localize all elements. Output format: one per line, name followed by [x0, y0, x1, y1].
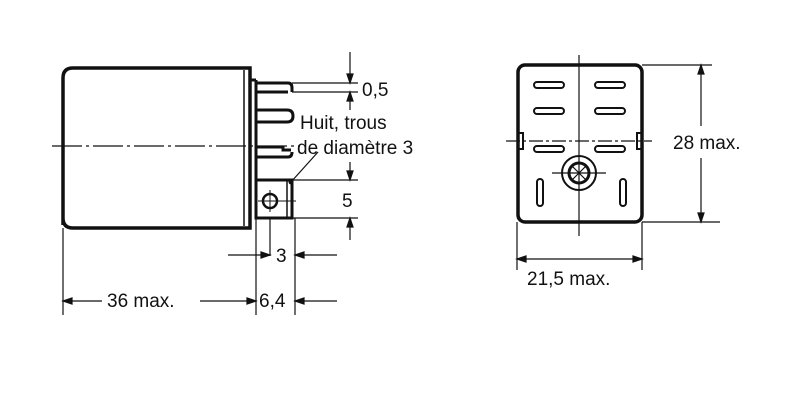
tab-width-label: 3 — [276, 246, 287, 267]
pin-thickness-label: 0,5 — [362, 80, 389, 101]
dim-tab-height — [292, 162, 358, 240]
width-label: 21,5 max. — [527, 269, 611, 290]
holes-note-line2: de diamètre 3 — [297, 138, 414, 159]
center-hole — [552, 155, 606, 191]
mounting-tab — [254, 178, 296, 220]
height-label: 28 max. — [673, 133, 741, 154]
dim-width — [515, 222, 644, 270]
tab-height-label: 5 — [342, 191, 353, 212]
dim-tab-width — [228, 251, 337, 259]
dim-body-length — [61, 297, 337, 305]
pin-length-label: 6,4 — [259, 291, 286, 312]
pin-slots — [533, 81, 627, 207]
pins — [256, 81, 295, 159]
body-length-label: 36 max. — [107, 291, 175, 312]
bottom-view — [506, 55, 720, 270]
holes-note-line1: Huit, trous — [300, 113, 387, 134]
relay-body-outline — [61, 66, 252, 230]
dim-height — [642, 63, 720, 224]
holes-leader-line — [290, 151, 319, 183]
side-view — [52, 52, 358, 315]
dim-pin-thickness — [292, 52, 358, 110]
